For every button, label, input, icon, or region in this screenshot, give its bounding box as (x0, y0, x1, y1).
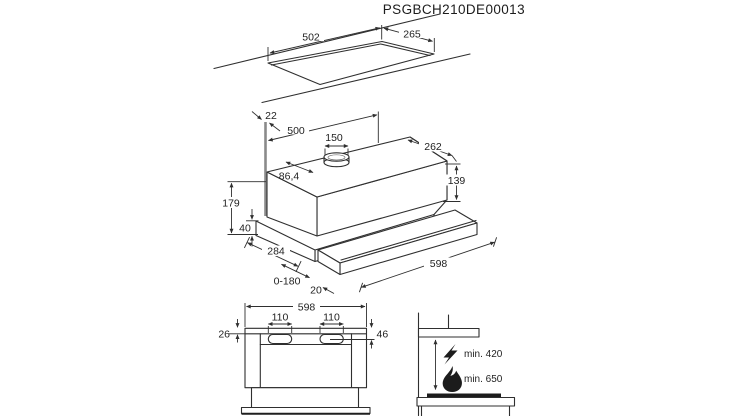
lower-box-left-face (255, 220, 316, 263)
top-view-drawing: 502 265 (213, 13, 471, 104)
body-width-label: 500 (287, 125, 305, 137)
dim-cutout-depth: 265 (383, 27, 435, 52)
grease-slot-left (267, 333, 293, 345)
dim-total-height: 179 (219, 181, 266, 235)
dim-visor-width: 598 (358, 237, 498, 293)
lightning-icon (443, 344, 458, 365)
slot-depth-label: 46 (377, 329, 389, 341)
front-base-plate (240, 406, 371, 415)
dim-cutout-width: 502 (267, 25, 383, 61)
dim-body-width: 500 (268, 111, 379, 143)
dim-telescopic-extension: 0-180 (274, 263, 310, 288)
dim-lower-depth: 284 (243, 236, 302, 273)
visor-width-label: 598 (430, 258, 448, 270)
panel-thickness-label: 22 (265, 110, 277, 122)
side-view-drawing: min. 420 min. 650 (416, 312, 516, 416)
dim-duct-offset: 86,4 (279, 161, 314, 183)
gas-clearance-label: min. 650 (464, 374, 503, 385)
duct-diameter-label: 150 (325, 132, 343, 144)
cutout-depth-label: 265 (403, 29, 421, 41)
dim-body-height: 139 (443, 163, 468, 202)
dim-slot-right: 110 (319, 312, 344, 333)
top-gap-label: 26 (218, 329, 230, 341)
hood-side-profile (417, 327, 480, 338)
telescopic-extension-label: 0-180 (274, 276, 301, 288)
iso-view-drawing: 22 500 150 262 86,4 (219, 110, 498, 297)
electric-clearance-label: min. 420 (464, 349, 503, 360)
visor-front-thickness-label: 20 (310, 285, 322, 297)
dim-slot-left: 110 (267, 312, 293, 333)
body-height-label: 139 (448, 175, 466, 187)
slot-left-label: 110 (272, 312, 289, 324)
duct-offset-label: 86,4 (279, 171, 300, 183)
dim-top-gap: 26 (218, 319, 245, 343)
dim-body-depth-top: 262 (407, 139, 457, 162)
front-lower-box (250, 387, 360, 409)
dim-visor-front-thickness: 20 (310, 285, 335, 297)
front-width-label: 598 (298, 302, 316, 314)
dim-front-width: 598 (244, 301, 367, 327)
dim-duct-diameter: 150 (324, 132, 349, 156)
visor-left-cap (317, 249, 341, 276)
body-depth-top-label: 262 (424, 141, 442, 153)
cutout-rim-right (379, 43, 431, 57)
dim-slot-depth: 46 (330, 319, 388, 349)
visor-box-height-label: 40 (239, 223, 251, 235)
counter-profile (416, 396, 516, 407)
cooktop-surface (427, 393, 501, 397)
duct-collar (323, 152, 350, 168)
hood-top-face (266, 136, 448, 198)
slot-right-label: 110 (323, 312, 340, 324)
document-code: PSGBCH210DE00013 (383, 2, 525, 17)
front-view-drawing: 598 110 110 26 46 (218, 301, 388, 415)
cutout-width-label: 502 (302, 32, 320, 44)
grease-slot-right (319, 333, 344, 345)
flame-icon (442, 366, 462, 392)
lower-depth-label: 284 (267, 246, 285, 258)
worktop-front-edge (261, 53, 471, 104)
total-height-label: 179 (222, 198, 240, 210)
front-body-outline (244, 327, 368, 389)
